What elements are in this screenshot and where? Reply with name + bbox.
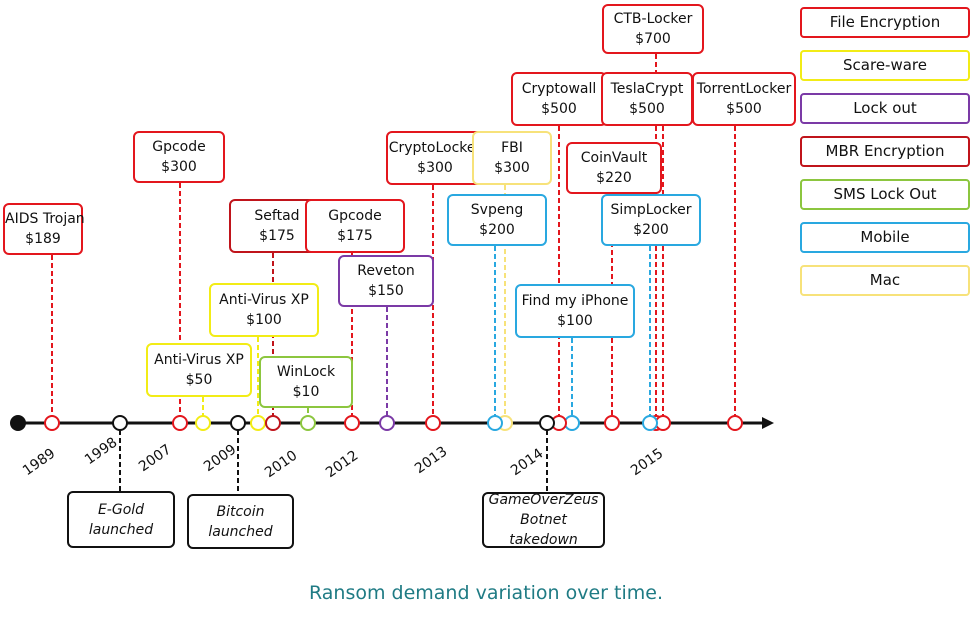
ransomware-name: SimpLocker xyxy=(610,202,692,218)
marker-aids-trojan xyxy=(44,415,60,431)
ransom-price: $50 xyxy=(185,372,213,388)
ransomware-box: Reveton $150 xyxy=(338,255,434,307)
ransomware-box: CTB-Locker $700 xyxy=(602,4,704,54)
marker-gpcode xyxy=(344,415,360,431)
ransom-price: $500 xyxy=(541,101,577,117)
ransom-price: $300 xyxy=(161,159,197,175)
ransomware-box: Anti-Virus XP $100 xyxy=(209,283,319,337)
ransomware-name: Svpeng xyxy=(470,202,524,218)
ransomware-box: TorrentLocker $500 xyxy=(692,72,796,126)
legend-item-lock-out: Lock out xyxy=(800,93,970,124)
ransomware-box: Cryptowall $500 xyxy=(511,72,607,126)
event-text: Bitcoin xyxy=(216,503,265,520)
event-text: launched xyxy=(208,523,273,540)
ransomware-box: Anti-Virus XP $50 xyxy=(146,343,252,397)
marker-torrentlocker xyxy=(727,415,743,431)
marker-anti-virus-xp xyxy=(250,415,266,431)
ransomware-name: Cryptowall xyxy=(521,81,597,97)
ransom-price: $100 xyxy=(246,312,282,328)
ransom-price: $220 xyxy=(596,170,632,186)
ransomware-box: Gpcode $175 xyxy=(305,199,405,253)
legend-item-mac: Mac xyxy=(800,265,970,296)
event-text: launched xyxy=(88,521,154,538)
ransomware-box: FBI $300 xyxy=(472,131,552,185)
ransomware-name: TeslaCrypt xyxy=(610,81,684,97)
marker-teslacrypt xyxy=(655,415,671,431)
ransomware-name: Find my iPhone xyxy=(521,293,629,309)
ransomware-name: Seftad xyxy=(254,208,300,224)
ransom-price: $500 xyxy=(629,101,665,117)
ransomware-name: TorrentLocker xyxy=(696,81,792,97)
marker-anti-virus-xp xyxy=(195,415,211,431)
ransom-price: $300 xyxy=(417,160,453,176)
ransomware-name: Gpcode xyxy=(152,139,206,155)
legend-item-file-encryption: File Encryption xyxy=(800,7,970,38)
marker-winlock xyxy=(300,415,316,431)
ransomware-name: Reveton xyxy=(357,263,415,279)
legend-item-scare-ware: Scare-ware xyxy=(800,50,970,81)
marker-svpeng xyxy=(487,415,503,431)
timeline-start-dot xyxy=(10,415,26,431)
figure-caption: Ransom demand variation over time. xyxy=(308,582,663,604)
ransomware-box: SimpLocker $200 xyxy=(601,194,701,246)
ransomware-box: TeslaCrypt $500 xyxy=(601,72,693,126)
event-box: E-Gold launched xyxy=(67,491,175,548)
ransomware-box: CoinVault $220 xyxy=(566,142,662,194)
marker-simplocker xyxy=(642,415,658,431)
ransomware-name: Anti-Virus XP xyxy=(219,292,309,308)
event-text: GameOverZeus xyxy=(488,492,599,508)
ransom-price: $150 xyxy=(368,283,404,299)
marker-find-my-iphone xyxy=(564,415,580,431)
ransom-price: $300 xyxy=(494,160,530,176)
ransom-price: $200 xyxy=(479,222,515,238)
ransom-price: $500 xyxy=(726,101,762,117)
ransomware-box: AIDS Trojan $189 xyxy=(3,203,85,255)
ransomware-name: Gpcode xyxy=(328,208,382,224)
ransomware-box: Find my iPhone $100 xyxy=(515,284,635,338)
ransomware-name: WinLock xyxy=(276,364,336,380)
ransom-price: $175 xyxy=(337,228,373,244)
marker-coinvault xyxy=(604,415,620,431)
ransomware-name: Anti-Virus XP xyxy=(154,352,244,368)
ransom-price: $175 xyxy=(259,228,295,244)
event-text: E-Gold xyxy=(97,501,145,518)
ransomware-name: CoinVault xyxy=(580,150,648,166)
ransomware-name: CryptoLocker xyxy=(388,140,482,156)
marker-gpcode xyxy=(172,415,188,431)
ransomware-name: FBI xyxy=(501,140,523,156)
legend-item-sms-lock-out: SMS Lock Out xyxy=(800,179,970,210)
legend-item-mobile: Mobile xyxy=(800,222,970,253)
event-marker-1 xyxy=(230,415,246,431)
ransom-price: $189 xyxy=(25,231,61,247)
ransom-price: $200 xyxy=(633,222,669,238)
ransomware-name: CTB-Locker xyxy=(613,11,693,27)
legend-item-mbr-encryption: MBR Encryption xyxy=(800,136,970,167)
ransom-price: $700 xyxy=(635,31,671,47)
ransomware-box: Gpcode $300 xyxy=(133,131,225,183)
marker-reveton xyxy=(379,415,395,431)
marker-cryptolocker xyxy=(425,415,441,431)
ransomware-box: WinLock $10 xyxy=(259,356,353,408)
event-marker-0 xyxy=(112,415,128,431)
timeline-arrow xyxy=(762,417,774,429)
event-marker-2 xyxy=(539,415,555,431)
ransom-price: $10 xyxy=(292,384,320,400)
ransomware-box: CryptoLocker $300 xyxy=(386,131,484,185)
ransom-price: $100 xyxy=(557,313,593,329)
event-box: Bitcoin launched xyxy=(187,494,294,549)
marker-seftad xyxy=(265,415,281,431)
ransomware-name: AIDS Trojan xyxy=(5,211,85,227)
ransomware-box: Svpeng $200 xyxy=(447,194,547,246)
event-text: Botnet takedown xyxy=(509,512,578,548)
